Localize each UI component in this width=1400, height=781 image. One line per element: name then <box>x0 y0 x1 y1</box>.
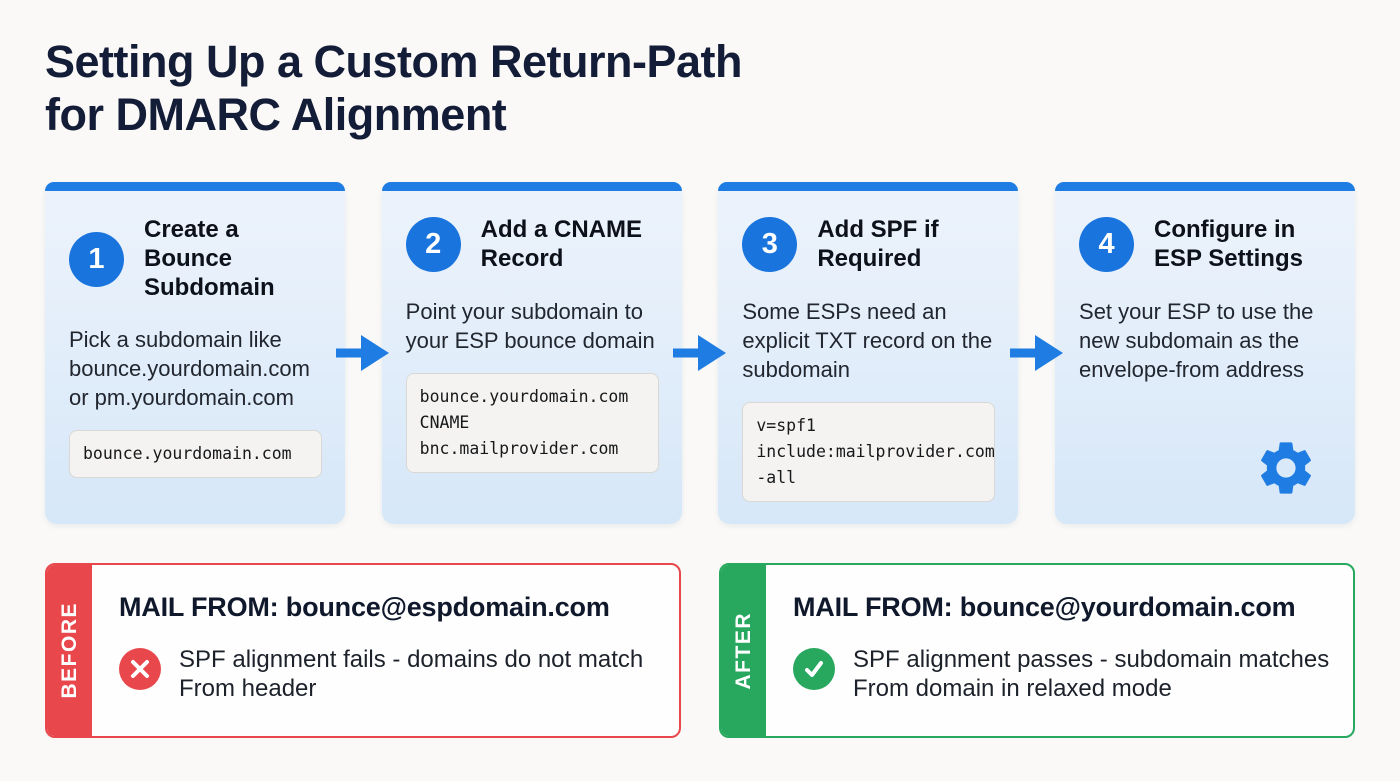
step-card-3: 3 Add SPF if Required Some ESPs need an … <box>718 182 1019 524</box>
code-line: -all <box>756 467 797 487</box>
after-mail-from-title: MAIL FROM: bounce@yourdomain.com <box>793 592 1296 622</box>
step-3-title: Add SPF if Required <box>817 216 939 272</box>
page-title-line2: for DMARC Alignment <box>45 88 507 140</box>
page-title-line1: Setting Up a Custom Return-Path <box>45 36 743 87</box>
step-card-2: 2 Add a CNAME Record Point your subdomai… <box>381 182 682 524</box>
code-line: CNAME <box>419 412 470 432</box>
step-2-body: 2 Add a CNAME Record Point your subdomai… <box>382 191 682 524</box>
code-line: include:mailprovider.com <box>756 441 995 461</box>
step-3-description: Some ESPs need an explicit TXT record on… <box>742 298 993 382</box>
after-description: SPF alignment passes - subdomain matches… <box>853 646 1330 703</box>
step-1-code-box: bounce.yourdomain.com <box>69 430 322 479</box>
step-2-top-accent-bar <box>381 182 682 191</box>
arrow-gap-2 <box>673 182 726 524</box>
before-description: SPF alignment fails - domains do not mat… <box>179 646 644 703</box>
step-3-number-badge: 3 <box>742 217 798 273</box>
comparison-row: BEFORE MAIL FROM: bounce@espdomain.com S… <box>45 563 1355 738</box>
step-card-1: 1 Create a Bounce Subdomain Pick a subdo… <box>45 182 345 524</box>
step-3-body: 3 Add SPF if Required Some ESPs need an … <box>718 191 1018 524</box>
x-circle-icon <box>119 648 161 690</box>
page-title: Setting Up a Custom Return-Path for DMAR… <box>45 36 743 141</box>
step-card-4: 4 Configure in ESP Settings Set your ESP… <box>1055 182 1356 524</box>
after-content: MAIL FROM: bounce@yourdomain.com SPF ali… <box>766 565 1353 736</box>
step-1-header: 1 Create a Bounce Subdomain <box>69 216 322 302</box>
step-2-description: Point your subdomain to your ESP bounce … <box>405 298 655 353</box>
after-detail: SPF alignment passes - subdomain matches… <box>793 645 1333 704</box>
step-4-body: 4 Configure in ESP Settings Set your ESP… <box>1055 191 1355 524</box>
step-3-top-accent-bar <box>718 182 1019 191</box>
step-2-code-box: bounce.yourdomain.com CNAME bnc.mailprov… <box>405 372 659 473</box>
code-line: bounce.yourdomain.com <box>419 386 629 406</box>
arrow-gap-1 <box>336 182 390 524</box>
steps-row: 1 Create a Bounce Subdomain Pick a subdo… <box>45 182 1356 524</box>
code-line: bounce.yourdomain.com <box>83 444 292 464</box>
step-2-number-badge: 2 <box>405 217 461 273</box>
right-arrow-icon <box>673 335 726 371</box>
before-mail-from-title: MAIL FROM: bounce@espdomain.com <box>119 592 610 622</box>
code-line: bnc.mailprovider.com <box>419 438 619 458</box>
before-content: MAIL FROM: bounce@espdomain.com SPF alig… <box>92 565 679 736</box>
before-detail: SPF alignment fails - domains do not mat… <box>119 645 659 704</box>
check-circle-icon <box>793 648 835 690</box>
before-side-band: BEFORE <box>47 565 92 736</box>
right-arrow-icon <box>1009 335 1063 371</box>
code-line: v=spf1 <box>756 415 816 435</box>
step-1-description: Pick a subdomain like bounce.yourdomain.… <box>69 327 310 411</box>
step-2-title: Add a CNAME Record <box>480 216 643 272</box>
step-4-top-accent-bar <box>1055 182 1356 191</box>
step-3-header: 3 Add SPF if Required <box>742 216 995 274</box>
after-panel: AFTER MAIL FROM: bounce@yourdomain.com S… <box>719 563 1355 738</box>
step-2-header: 2 Add a CNAME Record <box>405 216 659 274</box>
step-3-code-box: v=spf1 include:mailprovider.com -all <box>742 401 996 502</box>
before-panel: BEFORE MAIL FROM: bounce@espdomain.com S… <box>45 563 681 738</box>
after-label: AFTER <box>731 611 755 690</box>
before-label: BEFORE <box>57 602 81 699</box>
arrow-gap-3 <box>1009 182 1063 524</box>
right-arrow-icon <box>336 335 390 371</box>
step-1-body: 1 Create a Bounce Subdomain Pick a subdo… <box>45 191 345 524</box>
gear-icon <box>1254 436 1318 500</box>
step-1-number-badge: 1 <box>69 231 124 287</box>
step-1-title: Create a Bounce Subdomain <box>144 216 275 301</box>
step-4-title: Configure in ESP Settings <box>1154 216 1303 272</box>
step-4-number-badge: 4 <box>1079 217 1135 273</box>
step-1-top-accent-bar <box>45 182 345 191</box>
after-side-band: AFTER <box>721 565 766 736</box>
step-4-header: 4 Configure in ESP Settings <box>1079 216 1332 274</box>
step-4-description: Set your ESP to use the new subdomain as… <box>1079 298 1314 382</box>
